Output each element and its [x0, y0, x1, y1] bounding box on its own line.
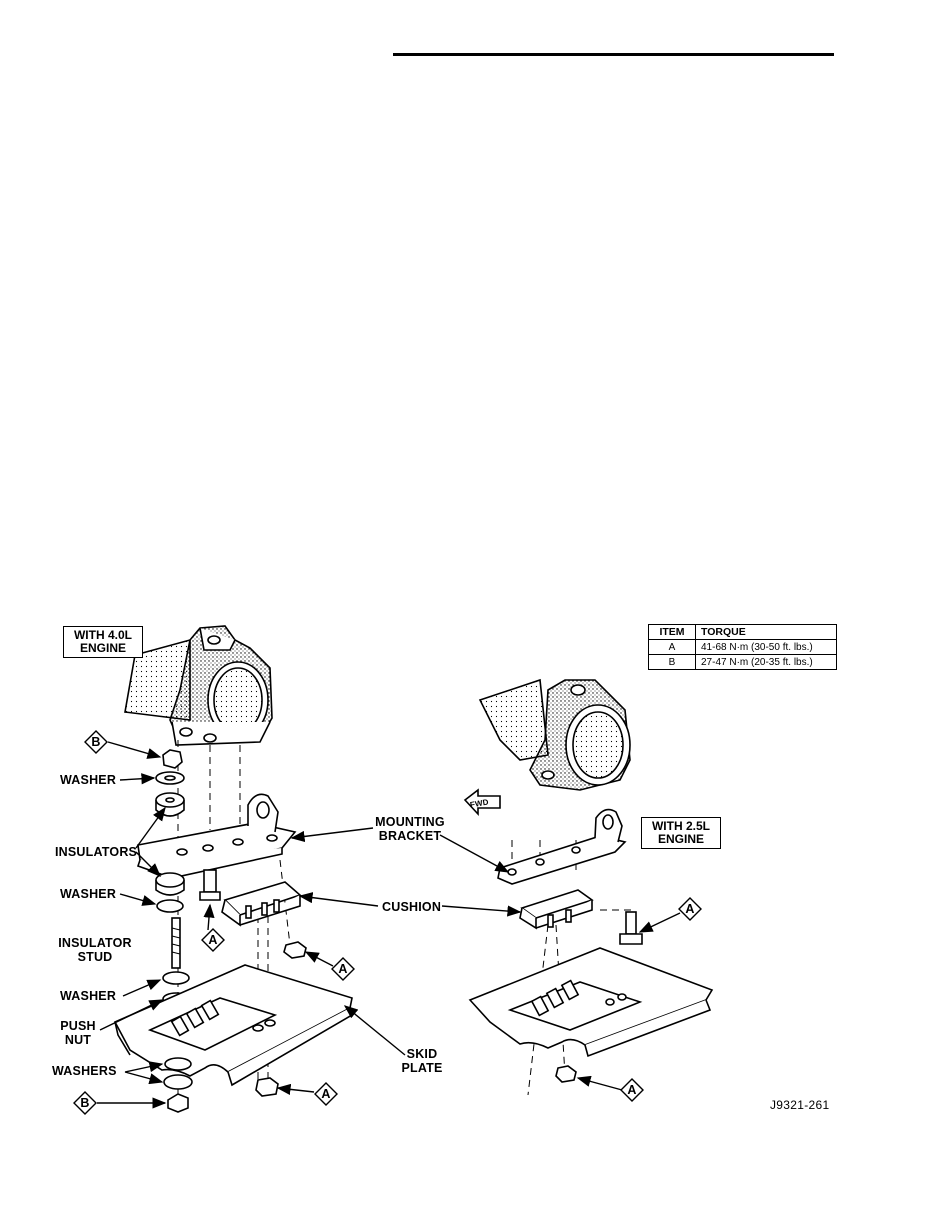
table-row: A 41-68 N·m (30-50 ft. lbs.) — [648, 639, 837, 655]
row-item: A — [648, 639, 696, 655]
label-skid-plate: SKID PLATE — [401, 1047, 443, 1075]
callout-a-letter: A — [685, 902, 695, 916]
callout-a-letter: A — [208, 933, 218, 947]
transmission-housing-40l — [124, 625, 273, 746]
table-row: B 27-47 N·m (20-35 ft. lbs.) — [648, 654, 837, 670]
cushion-25l — [519, 889, 594, 930]
callout-a-letter: A — [627, 1083, 637, 1097]
callout-b-letter: B — [80, 1096, 90, 1110]
callout-a-3 — [314, 1082, 338, 1106]
skid-plate-25l — [468, 947, 714, 1058]
label-push-nut: PUSH NUT — [60, 1019, 96, 1047]
label-washer: WASHER — [60, 887, 117, 901]
label-with-40l-engine: WITH 4.0L ENGINE — [63, 626, 143, 658]
callout-a-4 — [678, 897, 702, 921]
callout-a-2 — [331, 957, 355, 981]
row-item: B — [648, 654, 696, 670]
row-torque: 41-68 N·m (30-50 ft. lbs.) — [695, 639, 837, 655]
callout-b-letter: B — [91, 735, 101, 749]
label-mounting-bracket: MOUNTING BRACKET — [375, 815, 445, 843]
callout-b-bottom — [73, 1091, 97, 1115]
torque-table: ITEM TORQUE A 41-68 N·m (30-50 ft. lbs.)… — [648, 624, 837, 670]
row-torque: 27-47 N·m (20-35 ft. lbs.) — [695, 654, 837, 670]
label-insulator-stud: INSULATOR STUD — [58, 936, 132, 964]
callout-a-5 — [620, 1078, 644, 1102]
callout-b-top — [84, 730, 108, 754]
mounting-bracket-25l — [497, 808, 627, 885]
header-rule — [393, 53, 834, 56]
label-washers: WASHERS — [52, 1064, 117, 1078]
torque-table-header: ITEM TORQUE — [648, 624, 837, 640]
header-torque: TORQUE — [695, 624, 837, 640]
label-washer: WASHER — [60, 773, 117, 787]
label-washer: WASHER — [60, 989, 117, 1003]
callout-a-1 — [201, 928, 225, 952]
callout-a-letter: A — [338, 962, 348, 976]
fwd-arrow — [463, 788, 501, 817]
callout-a-letter: A — [321, 1087, 331, 1101]
nut-b-top — [162, 749, 183, 769]
transmission-housing-25l — [478, 678, 631, 791]
cushion-40l — [221, 881, 302, 927]
label-with-25l-engine: WITH 2.5L ENGINE — [641, 817, 721, 849]
figure-reference: J9321-261 — [770, 1098, 830, 1112]
header-item: ITEM — [648, 624, 696, 640]
label-insulators: INSULATORS — [55, 845, 138, 859]
skid-plate-40l — [113, 964, 353, 1087]
mounting-bracket-40l — [136, 793, 297, 879]
label-cushion: CUSHION — [382, 900, 442, 914]
